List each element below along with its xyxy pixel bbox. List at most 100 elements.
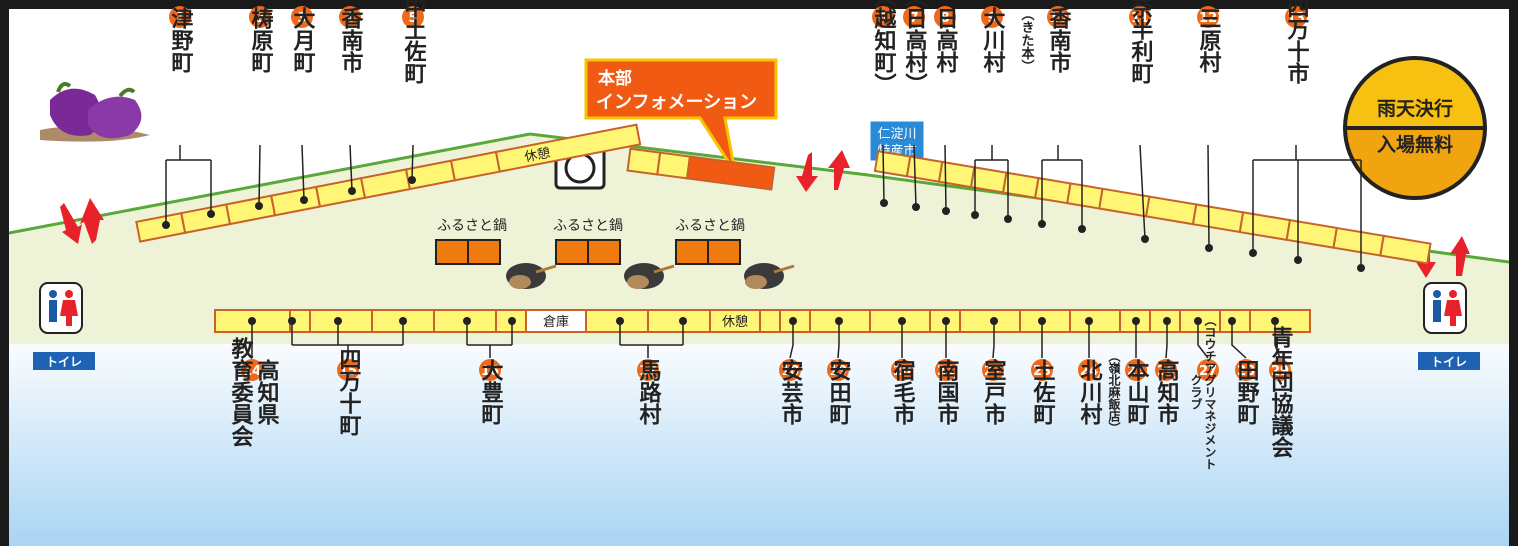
bottom-stall-18-name: 安芸市 xyxy=(778,358,804,425)
hq-label-line2: インフォメーション xyxy=(596,92,757,113)
restroom-icon xyxy=(39,282,1467,334)
bottom-stall-20-dot xyxy=(898,317,906,325)
bottom-stall-22-dot xyxy=(990,317,998,325)
top-stall-9-number: 9 xyxy=(987,11,996,26)
top-left-booth-row: 休憩 xyxy=(135,123,642,243)
top-stall-5-name: 中土佐町 xyxy=(401,0,428,85)
top-stall-12-name: 三原村 xyxy=(1196,7,1222,74)
bottom-stall-16-number: 16 xyxy=(481,364,499,379)
bottom-stall-18-dot xyxy=(789,317,797,325)
entrance-exit-arrow-icon xyxy=(60,150,1470,278)
hq-label-line1: 本部 xyxy=(598,68,632,89)
top-stall-6-marker xyxy=(872,6,894,28)
top-stall-7-stem xyxy=(913,144,917,208)
booth xyxy=(1069,309,1121,333)
bottom-stall-28-dot xyxy=(1228,317,1236,325)
top-stall-5-dot xyxy=(408,176,416,184)
bottom-stall-22-marker xyxy=(982,359,1004,381)
top-stall-1-dot xyxy=(162,221,170,229)
bottom-stall-15-dot xyxy=(288,317,296,325)
booth xyxy=(873,150,912,178)
toilet-label-right: トイレ xyxy=(1418,352,1480,370)
bottom-stall-14-name: 高知県 xyxy=(254,358,280,425)
top-stall-7-name: （日高村） xyxy=(902,0,928,95)
booth xyxy=(937,160,976,189)
bottom-stall-18-marker xyxy=(779,359,801,381)
bottom-stall-27-stem xyxy=(1197,321,1209,359)
pot-icon xyxy=(506,263,795,289)
bottom-stall-27-name2: クラブ xyxy=(1189,374,1203,410)
top-stall-2-marker xyxy=(249,6,271,28)
top-stall-8-dot xyxy=(942,207,950,215)
top-stall-11-marker xyxy=(1129,6,1151,28)
top-stall-11-number: 11 xyxy=(1131,11,1149,26)
bottom-stall-24-marker xyxy=(1078,359,1100,381)
bottom-stall-24-number: 24 xyxy=(1080,364,1098,379)
top-stall-9-marker xyxy=(981,6,1003,28)
bottom-stall-21-name: 南国市 xyxy=(934,359,960,425)
top-stall-4-number: 4 xyxy=(345,11,354,26)
bottom-stall-19-number: 19 xyxy=(829,364,847,379)
bottom-stall-26-number: 26 xyxy=(1157,364,1175,379)
toilet-text-left: トイレ xyxy=(46,355,82,369)
bottom-stall-23-dot xyxy=(1038,317,1046,325)
bottom-stall-20-name: 宿毛市 xyxy=(890,358,916,425)
bottom-stall-14-number: 14 xyxy=(243,364,261,379)
top-stall-3-marker xyxy=(291,6,313,28)
bottom-stall-28-name: 田野町 xyxy=(1234,359,1260,426)
top-stall-3-stem xyxy=(301,144,305,201)
bottom-stall-22-name: 室戸市 xyxy=(981,358,1007,425)
bottom-stall-26-dot xyxy=(1163,317,1171,325)
nabe-label-1: ふるさと鍋 xyxy=(437,218,507,234)
bottom-stall-26-name: 高知市 xyxy=(1154,358,1180,425)
booth xyxy=(905,155,944,183)
booth xyxy=(969,166,1008,194)
bottom-stall-25-dot xyxy=(1132,317,1140,325)
bottom-stall-27-number: 27 xyxy=(1199,364,1217,379)
bottom-stall-28-number: 28 xyxy=(1237,364,1255,379)
bottom-stall-28-marker xyxy=(1235,359,1257,381)
top-stall-9-dot xyxy=(1004,215,1012,223)
bottom-stall-21-number: 21 xyxy=(937,364,955,379)
eggplant-icon xyxy=(40,82,150,142)
booth xyxy=(1249,309,1311,333)
toilet-label-left: トイレ xyxy=(33,352,95,370)
info-badge: 雨天決行 入場無料 xyxy=(1342,56,1488,200)
top-stall-5-stem xyxy=(411,144,414,181)
bottom-stall-23-number: 23 xyxy=(1033,364,1051,379)
bottom-stall-19-marker xyxy=(827,359,849,381)
bottom-stall-16-dot xyxy=(463,317,471,325)
top-stall-5-number: 5 xyxy=(408,11,417,26)
bottom-stall-15-number: 15 xyxy=(339,364,357,379)
top-stall-12-stem xyxy=(1207,144,1210,249)
bottom-stall-19-name: 安田町 xyxy=(826,358,852,426)
booth xyxy=(1066,182,1104,210)
bottom-stall-19-stem xyxy=(837,321,840,359)
top-stall-3-name: 大月町 xyxy=(290,7,317,74)
bottom-stall-29-dot xyxy=(1271,317,1279,325)
bottom-stall-17-dot xyxy=(616,317,624,325)
bottom-stall-25-marker xyxy=(1125,359,1147,381)
top-stall-2-number: 2 xyxy=(255,11,264,26)
top-stall-13-dot xyxy=(1294,256,1302,264)
bottom-stall-15-dot xyxy=(399,317,407,325)
bottom-stall-15-dot xyxy=(334,317,342,325)
top-stall-4-stem xyxy=(349,144,353,192)
top-stall-10-marker xyxy=(1047,6,1069,28)
bottom-stall-16-marker xyxy=(479,359,501,381)
top-stall-13-dot xyxy=(1357,264,1365,272)
booth xyxy=(1034,176,1072,205)
rest-label-top: 休憩 xyxy=(523,145,552,166)
top-stall-7-dot xyxy=(912,203,920,211)
top-stall-9-name: 大川村 xyxy=(980,7,1007,74)
bottom-stall-18-number: 18 xyxy=(781,364,799,379)
bottom-stall-16-dot xyxy=(508,317,516,325)
top-stall-1-name: 津野町 xyxy=(168,6,194,74)
top-stall-11-stem xyxy=(1139,144,1146,240)
bottom-stall-24-name: 北川村 xyxy=(1077,359,1104,426)
bottom-stall-16-name: 大豊町 xyxy=(478,359,504,426)
top-stall-3-dot xyxy=(300,196,308,204)
bottom-stall-27-name: （コウチアグリマネジメント xyxy=(1203,314,1217,470)
top-stall-8-name: 日高村 xyxy=(933,7,959,74)
